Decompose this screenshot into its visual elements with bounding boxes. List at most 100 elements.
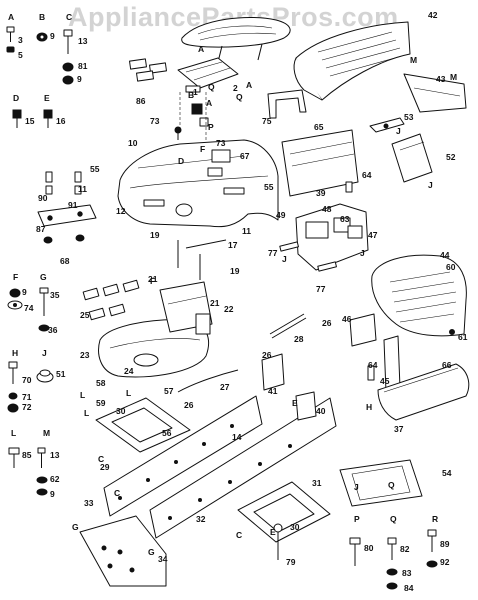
part-number-24: 24 [124, 366, 134, 376]
part-number-72: 72 [22, 402, 32, 412]
part-number-80: 80 [364, 543, 374, 553]
pads-77 [279, 241, 337, 272]
part-number-10: 10 [128, 138, 138, 148]
bolt-icon [62, 29, 74, 85]
hardware-letter-e: E [292, 398, 298, 408]
part-number-59: 59 [96, 398, 106, 408]
rod-28 [269, 313, 307, 339]
part-number-52: 52 [446, 152, 456, 162]
part-number-32: 32 [196, 514, 206, 524]
part-number-14: 14 [232, 432, 242, 442]
part-number-56: 56 [162, 428, 172, 438]
part-number-49: 49 [276, 210, 286, 220]
part-number-1: 1 [193, 87, 198, 97]
part-number-17: 17 [228, 240, 238, 250]
hardware-letter-q: Q [236, 92, 243, 102]
pads-25 [82, 279, 140, 321]
part-number-21: 21 [148, 274, 158, 284]
hardware-letter-r: R [432, 514, 438, 524]
hardware-letter-l: L [126, 388, 131, 398]
part-number-82: 82 [400, 544, 410, 554]
part-number-42: 42 [428, 10, 438, 20]
part-number-25: 25 [80, 310, 90, 320]
part-number-86: 86 [136, 96, 146, 106]
hardware-letter-j: J [354, 482, 359, 492]
part-number-77: 77 [316, 284, 326, 294]
hardware-letter-c: C [98, 454, 104, 464]
nut-icon [36, 32, 48, 42]
part-number-57: 57 [164, 386, 174, 396]
part-number-74: 74 [24, 303, 34, 313]
hardware-letter-m: M [410, 55, 417, 65]
part-number-37: 37 [394, 424, 404, 434]
part-number-58: 58 [96, 378, 106, 388]
part-number-66: 66 [442, 360, 452, 370]
part-number-22: 22 [224, 304, 234, 314]
bracket-53-52 [369, 117, 433, 183]
hardware-letter-g: G [148, 547, 155, 557]
console-47-48-63 [295, 203, 369, 271]
part-number-19: 19 [230, 266, 240, 276]
tank-bracket-21-22 [159, 281, 213, 335]
seat-plate-2 [177, 57, 239, 93]
front-axle-plate-34 [79, 515, 167, 587]
part-number-77: 77 [268, 248, 278, 258]
part-number-21: 21 [210, 298, 220, 308]
hardware-letter-c: C [66, 12, 72, 22]
hardware-letter-d: D [13, 93, 19, 103]
bolt-79 [273, 523, 283, 560]
hardware-letter-m: M [43, 428, 50, 438]
hardware-letter-f: F [200, 144, 205, 154]
mounting-bracket-87 [37, 204, 97, 244]
part-number-64: 64 [368, 360, 378, 370]
part-number-46: 46 [342, 314, 352, 324]
hardware-letter-j: J [42, 348, 47, 358]
part-number-73: 73 [150, 116, 160, 126]
part-number-65: 65 [314, 122, 324, 132]
hardware-letter-g: G [40, 272, 47, 282]
part-number-45: 45 [380, 376, 390, 386]
part-number-23: 23 [80, 350, 90, 360]
part-number-79: 79 [286, 557, 296, 567]
part-number-28: 28 [294, 334, 304, 344]
pads-86 [129, 58, 167, 82]
part-number-75: 75 [262, 116, 272, 126]
hardware-letter-p: P [354, 514, 360, 524]
hardware-letter-j: J [396, 126, 401, 136]
part-number-84: 84 [404, 583, 414, 593]
part-number-54: 54 [442, 468, 452, 478]
hardware-letter-a: A [206, 98, 212, 108]
part-number-71: 71 [22, 392, 32, 402]
hardware-letter-d: D [178, 156, 184, 166]
part-number-30: 30 [290, 522, 300, 532]
part-number-30: 30 [116, 406, 126, 416]
bolt-icon [8, 447, 48, 496]
hardware-letter-e: E [44, 93, 50, 103]
part-number-63: 63 [340, 214, 350, 224]
part-number-34: 34 [158, 554, 168, 564]
part-number-87: 87 [36, 224, 46, 234]
bumper-66-37 [377, 363, 470, 421]
handle-75 [267, 89, 307, 119]
part-number-92: 92 [440, 557, 450, 567]
bolt-icon [426, 529, 438, 568]
part-number-51: 51 [56, 369, 66, 379]
crossmember-29-30 [95, 397, 191, 453]
grommet-icon [36, 369, 54, 383]
part-number-35: 35 [50, 290, 60, 300]
part-number-61: 61 [458, 332, 468, 342]
part-number-5: 5 [18, 50, 23, 60]
part-number-26: 26 [184, 400, 194, 410]
hardware-letter-l: L [84, 408, 89, 418]
hardware-letter-h: H [366, 402, 372, 412]
grille-44-60 [371, 254, 467, 337]
hardware-letter-q: Q [390, 514, 397, 524]
fuel-tank-23 [98, 319, 210, 378]
part-number-9: 9 [77, 74, 82, 84]
part-number-91: 91 [68, 200, 78, 210]
part-number-16: 16 [56, 116, 66, 126]
hardware-letter-c: C [114, 488, 120, 498]
part-number-9: 9 [50, 31, 55, 41]
washer-icon [7, 288, 23, 310]
